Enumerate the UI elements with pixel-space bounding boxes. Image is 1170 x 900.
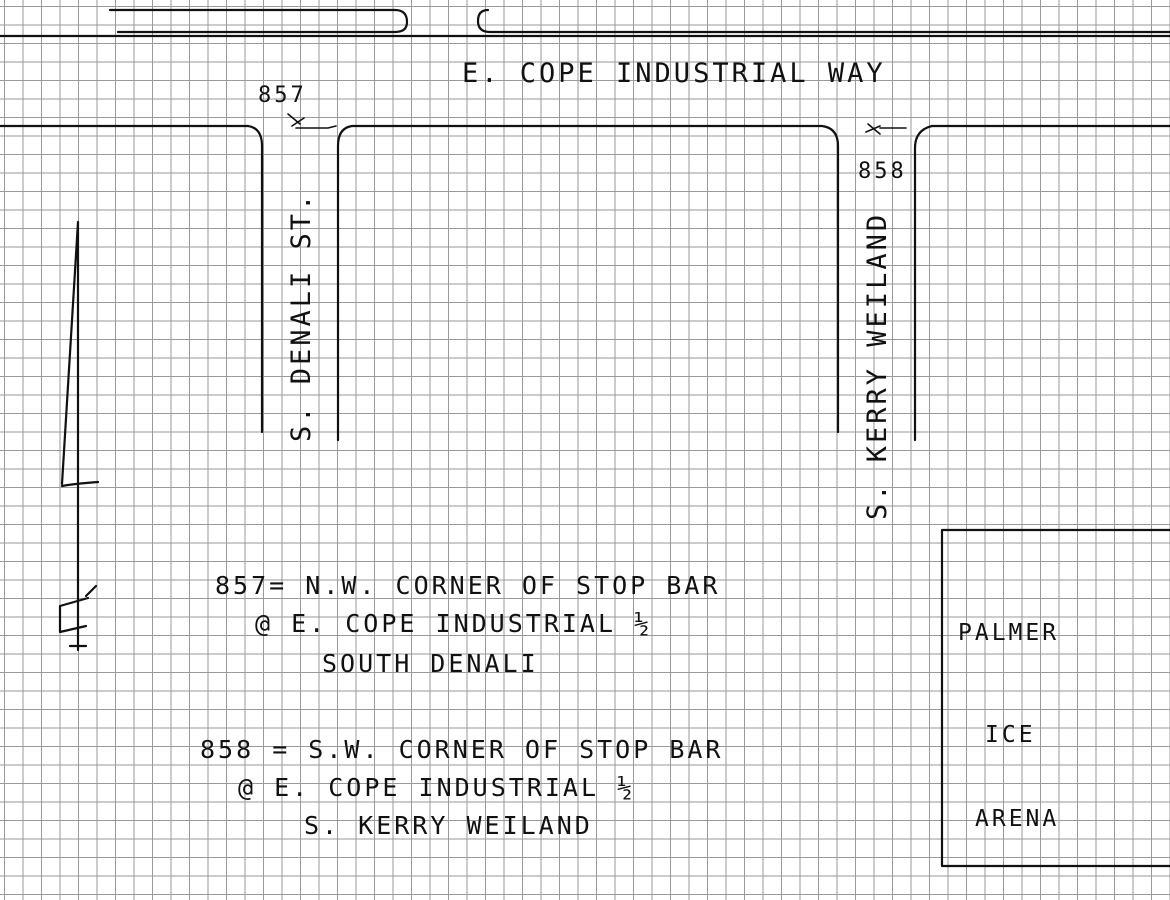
curb-west-of-denali bbox=[0, 124, 264, 434]
note-857-line-3: SOUTH DENALI bbox=[322, 649, 539, 678]
arena-outline bbox=[940, 528, 1170, 868]
top-right-curb bbox=[476, 8, 1170, 34]
note-858: 858 = S.W. CORNER OF STOP BAR @ E. COPE … bbox=[200, 735, 724, 840]
north-arrow-base bbox=[60, 480, 100, 488]
note-857-line-1: 857= N.W. CORNER OF STOP BAR bbox=[215, 571, 720, 600]
marker-857-symbol bbox=[287, 113, 337, 129]
marker-858-symbol bbox=[865, 123, 907, 135]
arena-line-1: PALMER bbox=[958, 620, 1059, 646]
right-road-label: S. KERRY WEILAND bbox=[862, 212, 893, 520]
top-curbs bbox=[108, 8, 1170, 34]
top-left-curb bbox=[108, 8, 409, 34]
note-858-line-1: 858 = S.W. CORNER OF STOP BAR bbox=[200, 735, 724, 764]
road-edges bbox=[0, 124, 1170, 442]
north-arrow-shaft bbox=[60, 220, 80, 652]
point-857-label: 857 bbox=[258, 83, 307, 108]
note-857: 857= N.W. CORNER OF STOP BAR @ E. COPE I… bbox=[215, 571, 720, 678]
curb-east-of-denali bbox=[336, 124, 354, 442]
north-arrow-icon bbox=[58, 220, 100, 652]
left-road-label: S. DENALI ST. bbox=[286, 192, 317, 442]
point-858-label: 858 bbox=[858, 159, 907, 184]
note-858-line-2: @ E. COPE INDUSTRIAL ½ bbox=[238, 773, 635, 802]
curb-east-of-kerry bbox=[913, 124, 934, 442]
curb-west-of-kerry bbox=[350, 124, 840, 434]
arena-line-2: ICE bbox=[985, 722, 1036, 748]
north-arrow-flag bbox=[58, 584, 98, 634]
arena-label: PALMER ICE ARENA bbox=[958, 620, 1059, 832]
top-road-label: E. COPE INDUSTRIAL WAY bbox=[462, 58, 886, 89]
note-858-line-3: S. KERRY WEILAND bbox=[304, 811, 593, 840]
stop-bar-marker-icon bbox=[287, 113, 907, 135]
arena-line-3: ARENA bbox=[975, 806, 1059, 832]
note-857-line-2: @ E. COPE INDUSTRIAL ½ bbox=[255, 609, 652, 638]
